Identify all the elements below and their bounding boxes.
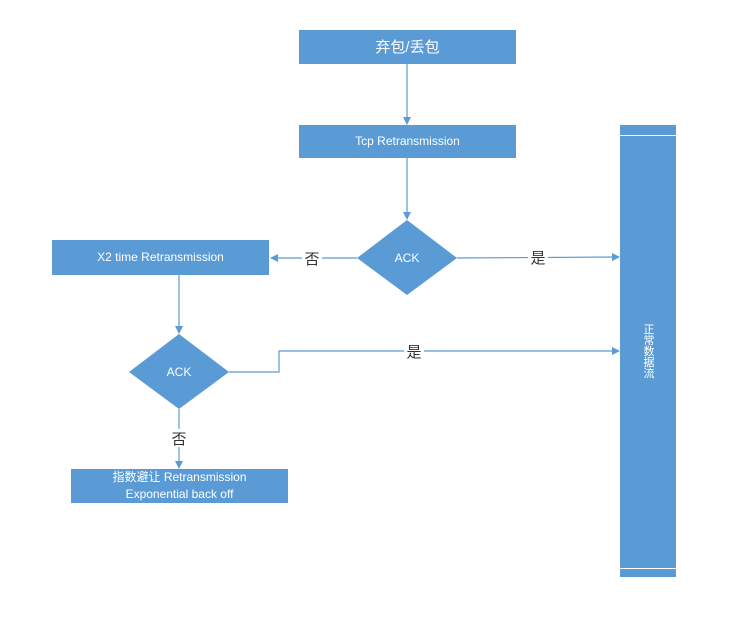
ack-decision-label-1: ACK bbox=[395, 251, 420, 265]
edge-label-ack1-no: 否 bbox=[304, 250, 319, 268]
edge-label-ack1-yes: 是 bbox=[530, 249, 545, 267]
exponential-backoff-node: 指数避让 Retransmission Exponential back off bbox=[71, 469, 288, 503]
connector-ack2-yes-to-bar bbox=[229, 347, 620, 373]
edge-label-ack2-no: 否 bbox=[171, 430, 186, 448]
ack-decision-diamond-1 bbox=[357, 220, 457, 295]
bar-top-divider bbox=[620, 135, 676, 136]
normal-data-flow-bar: 正常数据流 bbox=[620, 125, 676, 577]
edge-label-knockout-1 bbox=[302, 249, 322, 267]
edge-label-knockout-2 bbox=[528, 248, 548, 266]
edge-label-knockout-3 bbox=[404, 342, 424, 360]
exponential-backoff-label-1: 指数避让 Retransmission bbox=[112, 470, 247, 484]
x2-retransmission-node: X2 time Retransmission bbox=[52, 240, 269, 275]
bar-bottom-divider bbox=[620, 568, 676, 569]
tcp-retransmission-node: Tcp Retransmission bbox=[299, 125, 516, 158]
edge-label-knockout-4 bbox=[169, 429, 189, 447]
edge-label-ack2-yes: 是 bbox=[406, 343, 421, 361]
ack-decision-label-2: ACK bbox=[167, 365, 192, 379]
x2-retransmission-label: X2 time Retransmission bbox=[97, 250, 224, 265]
discard-node: 弃包/丢包 bbox=[299, 30, 516, 64]
discard-label: 弃包/丢包 bbox=[375, 38, 440, 56]
exponential-backoff-label-2: Exponential back off bbox=[125, 487, 234, 501]
tcp-retransmission-label: Tcp Retransmission bbox=[355, 134, 460, 149]
ack-decision-diamond-2 bbox=[129, 334, 229, 409]
normal-data-flow-label: 正常数据流 bbox=[642, 323, 655, 379]
